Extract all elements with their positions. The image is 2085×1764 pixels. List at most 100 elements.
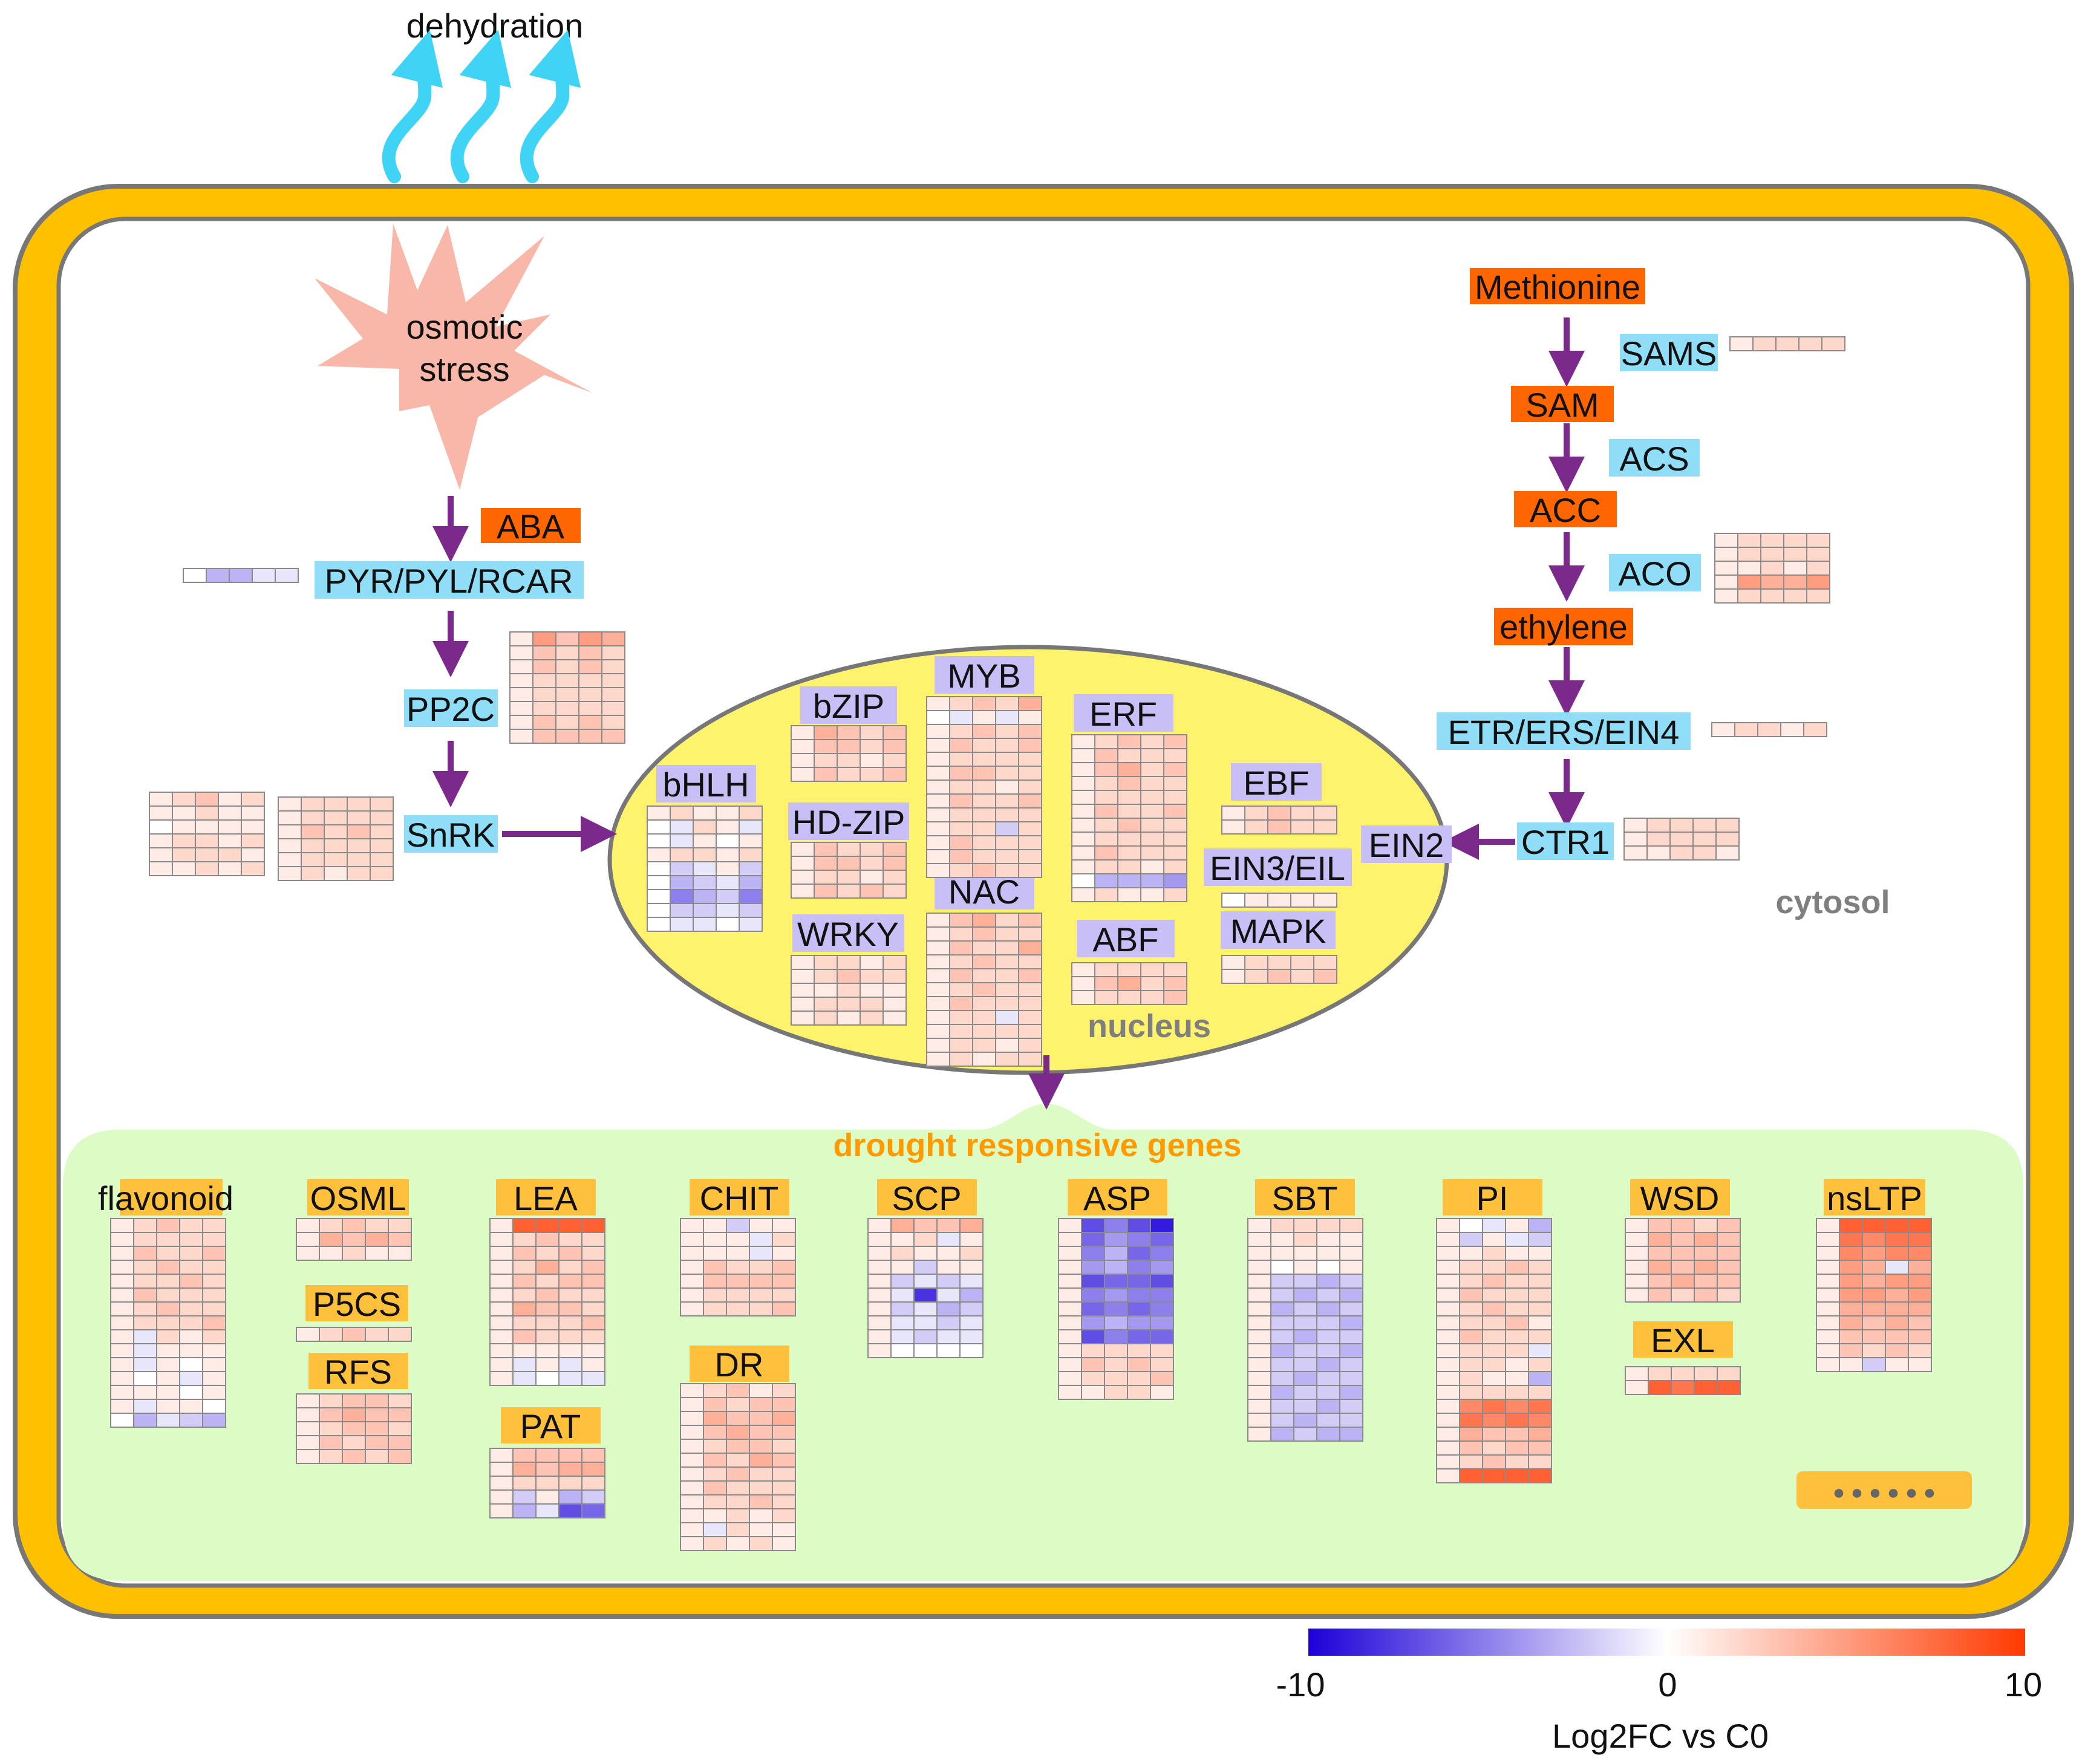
- heatmap-cell: [693, 806, 717, 821]
- heatmap-cell: [558, 1274, 582, 1289]
- heatmap-cell: [370, 796, 394, 812]
- heatmap-cell: [172, 847, 196, 862]
- heatmap-cell: [202, 1301, 226, 1316]
- heatmap-cell: [512, 1246, 537, 1261]
- heatmap-cell: [1071, 887, 1095, 902]
- heatmap-cell: [726, 1453, 750, 1468]
- heatmap-cell: [489, 1218, 514, 1233]
- heatmap-cell: [1839, 1274, 1863, 1289]
- heatmap-cell: [195, 847, 219, 862]
- ein3-label: EIN3/EIL: [1210, 849, 1345, 887]
- heatmap-pi: [1436, 1218, 1552, 1483]
- myb-label: MYB: [947, 657, 1020, 695]
- ctr1-label: CTR1: [1521, 823, 1610, 861]
- asp-label: ASP: [1083, 1179, 1151, 1217]
- heatmaps: [110, 336, 1932, 1551]
- heatmap-cell: [1267, 955, 1291, 970]
- heatmap-cell: [347, 866, 371, 881]
- heatmap-cell: [1528, 1399, 1552, 1414]
- heatmap-cell: [791, 983, 815, 998]
- heatmap-cell: [1018, 982, 1042, 997]
- heatmap-cell: [558, 1287, 582, 1303]
- heatmap-cell: [1339, 1427, 1363, 1442]
- heatmap-cell: [926, 835, 950, 850]
- heatmap-cell: [1018, 793, 1042, 809]
- heatmap-cell: [972, 982, 996, 997]
- heatmap-cell: [1018, 752, 1042, 767]
- heatmap-cell: [1885, 1329, 1909, 1344]
- dehydration-arrow-2: [450, 30, 512, 183]
- heatmap-cell: [936, 1329, 961, 1344]
- heatmap-cell: [814, 997, 838, 1012]
- heatmap-cell: [110, 1399, 134, 1414]
- heatmap-cell: [278, 824, 302, 839]
- heatmap-cell: [1646, 832, 1671, 847]
- heatmap-cell: [1293, 1329, 1317, 1344]
- chit-box: [690, 1179, 789, 1216]
- heatmap-cell: [319, 1407, 343, 1422]
- heatmap-cell: [1247, 1413, 1271, 1428]
- heatmap-cell: [365, 1435, 389, 1450]
- heatmap-cell: [1081, 1232, 1105, 1247]
- flavonoid-label: flavonoid: [98, 1179, 233, 1217]
- heatmap-cell: [1459, 1427, 1483, 1442]
- heatmap-cell: [1908, 1246, 1932, 1261]
- heatmap-cell: [324, 796, 348, 812]
- heatmap-cell: [837, 870, 861, 885]
- heatmap-cell: [972, 807, 996, 822]
- heatmap-cell: [995, 696, 1019, 711]
- heatmap-cell: [1816, 1357, 1840, 1372]
- heatmap-cell: [1737, 547, 1761, 562]
- heatmap-cell: [680, 1383, 704, 1398]
- heatmap-cell: [926, 738, 950, 753]
- heatmap-cell: [1117, 873, 1141, 888]
- heatmap-cell: [972, 1038, 996, 1053]
- heatmap-pp2c: [509, 631, 625, 744]
- heatmap-cell: [1729, 336, 1754, 351]
- heatmap-cell: [1908, 1315, 1932, 1330]
- lea-box: [496, 1179, 596, 1216]
- heatmap-cell: [867, 1287, 892, 1303]
- heatmap-cell: [1247, 1232, 1271, 1247]
- heatmap-pyr: [183, 568, 299, 583]
- heatmap-cell: [1221, 819, 1245, 835]
- methionine-label: Methionine: [1475, 268, 1640, 306]
- heatmap-cell: [1482, 1232, 1506, 1247]
- heatmap-cell: [1290, 893, 1314, 908]
- heatmap-cell: [1783, 574, 1807, 590]
- heatmap-cell: [1104, 1385, 1128, 1400]
- heatmap-cell: [1885, 1315, 1909, 1330]
- heatmap-cell: [1018, 724, 1042, 739]
- heatmap-cell: [241, 847, 265, 862]
- heatmap-cell: [1885, 1232, 1909, 1247]
- heatmap-cell: [837, 842, 861, 857]
- heatmap-cell: [512, 1218, 537, 1233]
- heatmap-cell: [1339, 1315, 1363, 1330]
- heatmap-cell: [814, 955, 838, 970]
- heatmap-cell: [883, 767, 907, 782]
- heatmap-cell: [1104, 1329, 1128, 1344]
- heatmap-cell: [156, 1399, 180, 1414]
- heatmap-cell: [972, 849, 996, 864]
- heatmap-cell: [1482, 1260, 1506, 1275]
- p5cs-box: [305, 1285, 408, 1321]
- heatmap-cell: [1058, 1274, 1082, 1289]
- heatmap-cell: [1150, 1343, 1174, 1358]
- heatmap-cell: [195, 819, 219, 835]
- heatmap-cell: [749, 1260, 773, 1275]
- heatmap-cell: [703, 1466, 727, 1482]
- heatmap-cell: [509, 687, 533, 702]
- aco-label: ACO: [1618, 555, 1691, 593]
- heatmap-cell: [647, 903, 671, 918]
- heatmap-cell: [670, 847, 694, 862]
- heatmap-cell: [388, 1393, 412, 1408]
- heatmap-cell: [1150, 1232, 1174, 1247]
- heatmap-cell: [726, 1218, 750, 1233]
- heatmap-cell: [890, 1329, 915, 1344]
- heatmap-cell: [110, 1343, 134, 1358]
- heatmap-cell: [1316, 1287, 1340, 1303]
- heatmap-cell: [647, 875, 671, 890]
- heatmap-cell: [179, 1315, 203, 1330]
- heatmap-cell: [1436, 1218, 1460, 1233]
- heatmap-cell: [1127, 1343, 1151, 1358]
